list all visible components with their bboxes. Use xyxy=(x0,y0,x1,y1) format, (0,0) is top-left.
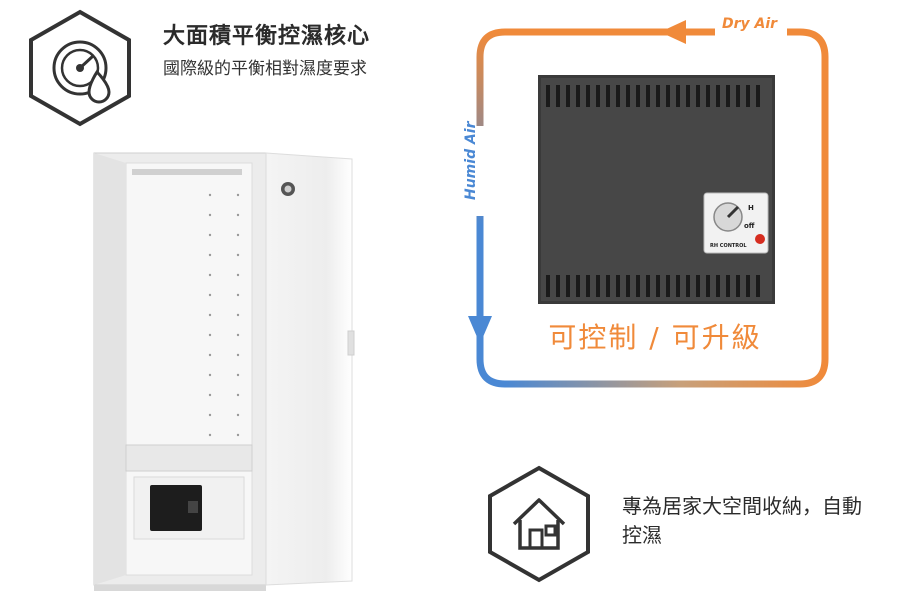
dry-air-label: Dry Air xyxy=(722,16,778,32)
dial-mark-h: H xyxy=(748,204,754,212)
feature-description: 國際級的平衡相對濕度要求 xyxy=(163,59,367,79)
dial-caption: RH CONTROL xyxy=(710,243,747,249)
dehumidifier-module-image xyxy=(538,75,775,304)
gauge-drop-icon xyxy=(25,8,135,128)
control-upgrade-label: 可控制 / 可升級 xyxy=(548,321,762,354)
feature-title: 大面積平衡控濕核心 xyxy=(163,24,371,49)
feature-home-text: 專為居家大空間收納，自動控濕 xyxy=(622,494,862,547)
dial-mark-off: off xyxy=(744,222,755,230)
airflow-loop xyxy=(460,14,840,394)
house-icon xyxy=(484,464,594,584)
dry-cabinet-image xyxy=(90,145,390,595)
humid-air-label: Humid Air xyxy=(463,121,479,200)
